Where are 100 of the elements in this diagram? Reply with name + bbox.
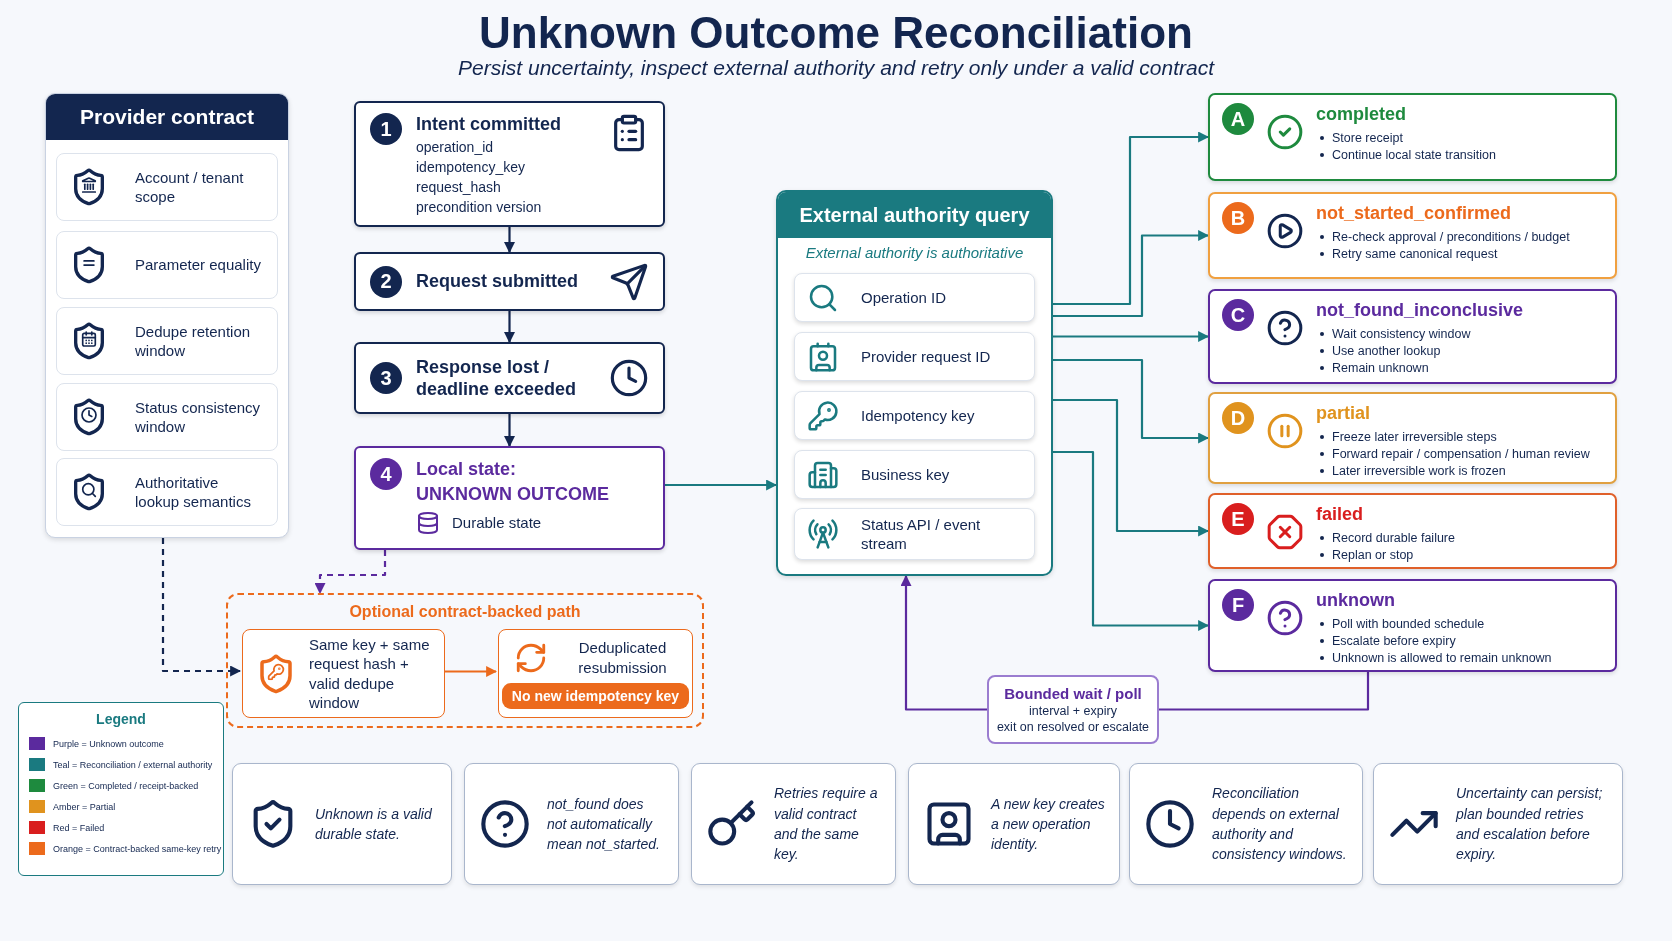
diagram-subtitle: Persist uncertainty, inspect external authority and retry only under a valid contract	[458, 56, 1214, 80]
bullet-item: Wait consistency window	[1332, 325, 1471, 342]
outcome-title: not_found_inconclusive	[1316, 299, 1525, 322]
arrow	[1053, 131, 1210, 306]
dashed-group-box	[226, 593, 704, 728]
outcome-title: partial	[1316, 402, 1372, 425]
arrow	[504, 311, 515, 344]
bullet-item: Remain unknown	[1332, 360, 1429, 377]
legend-label: Amber = Partial	[53, 801, 116, 812]
outcome-letter: F	[1222, 589, 1254, 621]
note-text: interval + expiry	[1029, 704, 1117, 718]
step-title: Local state:	[416, 458, 518, 481]
item-card	[56, 458, 278, 526]
resubmission-box	[498, 629, 693, 718]
outcome-letter: E	[1222, 503, 1254, 535]
arrow	[504, 227, 515, 254]
step-box	[354, 342, 665, 414]
tip-text: Uncertainty can persist; plan bounded retries and escalation before expiry.	[1456, 784, 1604, 865]
field-name: precondition version	[416, 198, 543, 217]
panel-subtitle: External authority is authoritative	[805, 244, 1024, 261]
arrow	[504, 414, 515, 448]
bullet-item: Re-check approval / preconditions / budget	[1332, 228, 1570, 245]
outcome-letter: D	[1222, 402, 1254, 434]
item-label: Status API / event stream	[861, 514, 982, 554]
outcome-box	[1208, 392, 1617, 484]
outcome-box	[1208, 493, 1617, 569]
legend-label: Red = Failed	[53, 822, 105, 833]
outcome-letter: C	[1222, 299, 1254, 331]
field-name: operation_id	[416, 137, 495, 156]
arrow	[1053, 398, 1210, 537]
bullet-item: Continue local state transition	[1332, 146, 1496, 163]
item-card	[56, 153, 278, 221]
step-title: Intent committed	[416, 113, 562, 136]
tip-text: Unknown is a valid durable state.	[315, 804, 433, 844]
key-badge: No new idempotency key	[501, 683, 690, 709]
tip-card	[232, 763, 452, 885]
arrow	[1053, 230, 1210, 318]
bullet-item: Later irreversible work is frozen	[1332, 463, 1506, 480]
bullet-item: Retry same canonical request	[1332, 245, 1498, 262]
outcome-box	[1208, 192, 1617, 279]
item-label: Same key + same request hash + valid dedupe window	[309, 634, 431, 713]
item-card	[794, 508, 1035, 560]
outcome-box	[1208, 93, 1617, 181]
tip-card	[464, 763, 679, 885]
condition-box	[242, 629, 445, 718]
bullet-item: Unknown is allowed to remain unknown	[1332, 650, 1552, 667]
tip-card	[691, 763, 896, 885]
item-label: Idempotency key	[861, 405, 975, 426]
bullet-item: Forward repair / compensation / human review	[1332, 445, 1590, 462]
item-label: Dedupe retention window	[135, 321, 252, 361]
step-number: 3	[370, 362, 402, 394]
dashed-arrow	[314, 550, 387, 595]
group-title: Optional contract-backed path	[349, 603, 581, 621]
item-card	[794, 273, 1035, 322]
outcome-title: not_started_confirmed	[1316, 202, 1513, 225]
item-label: Operation ID	[861, 287, 947, 308]
field-name: idempotency_key	[416, 157, 526, 176]
item-label: Account / tenant scope	[135, 167, 245, 207]
dashed-arrow	[161, 538, 242, 677]
item-label: Durable state	[452, 513, 542, 533]
step-number: 2	[370, 265, 402, 298]
panel-title: External authority query	[799, 203, 1030, 227]
outcome-title: completed	[1316, 103, 1408, 126]
tip-text: A new key creates a new operation identity.	[991, 794, 1105, 855]
item-label: Deduplicated resubmission	[577, 638, 668, 677]
legend-title: Legend	[95, 711, 147, 727]
item-label: Provider request ID	[861, 346, 991, 367]
item-label: Parameter equality	[135, 255, 261, 275]
legend-label: Orange = Contract-backed same-key retry	[53, 843, 222, 854]
bullet-item: Poll with bounded schedule	[1332, 615, 1485, 632]
diagram-title: Unknown Outcome Reconciliation	[479, 8, 1193, 58]
note-text: exit on resolved or escalate	[996, 720, 1150, 734]
bullet-item: Use another lookup	[1332, 342, 1441, 359]
query-panel	[776, 190, 1053, 576]
arrow	[665, 479, 778, 491]
outcome-letter: B	[1222, 202, 1254, 234]
tip-card	[1129, 763, 1363, 885]
step-box	[354, 252, 665, 311]
arrow	[1053, 331, 1210, 342]
panel-title: Provider contract	[80, 105, 254, 129]
outcome-box	[1208, 579, 1617, 672]
bullet-item: Escalate before expiry	[1332, 632, 1456, 649]
arrow	[443, 666, 498, 677]
arrow	[1053, 358, 1210, 444]
state-label: UNKNOWN OUTCOME	[416, 482, 610, 505]
item-card	[794, 332, 1035, 381]
note-title: Bounded wait / poll	[1004, 685, 1142, 702]
step-box	[354, 101, 665, 227]
tip-text: Retries require a valid contract and the same key.	[774, 784, 879, 865]
item-label: Status consistency window	[135, 397, 262, 437]
outcome-title: failed	[1316, 503, 1364, 526]
item-card	[56, 231, 278, 299]
outcome-box	[1208, 289, 1617, 384]
step-title: Response lost / deadline exceeded	[416, 355, 578, 401]
bullet-item: Record durable failure	[1332, 529, 1455, 546]
item-card	[56, 383, 278, 451]
field-name: request_hash	[416, 177, 502, 197]
tip-card	[908, 763, 1120, 885]
step-number: 1	[370, 113, 402, 145]
contract-panel	[45, 93, 289, 538]
